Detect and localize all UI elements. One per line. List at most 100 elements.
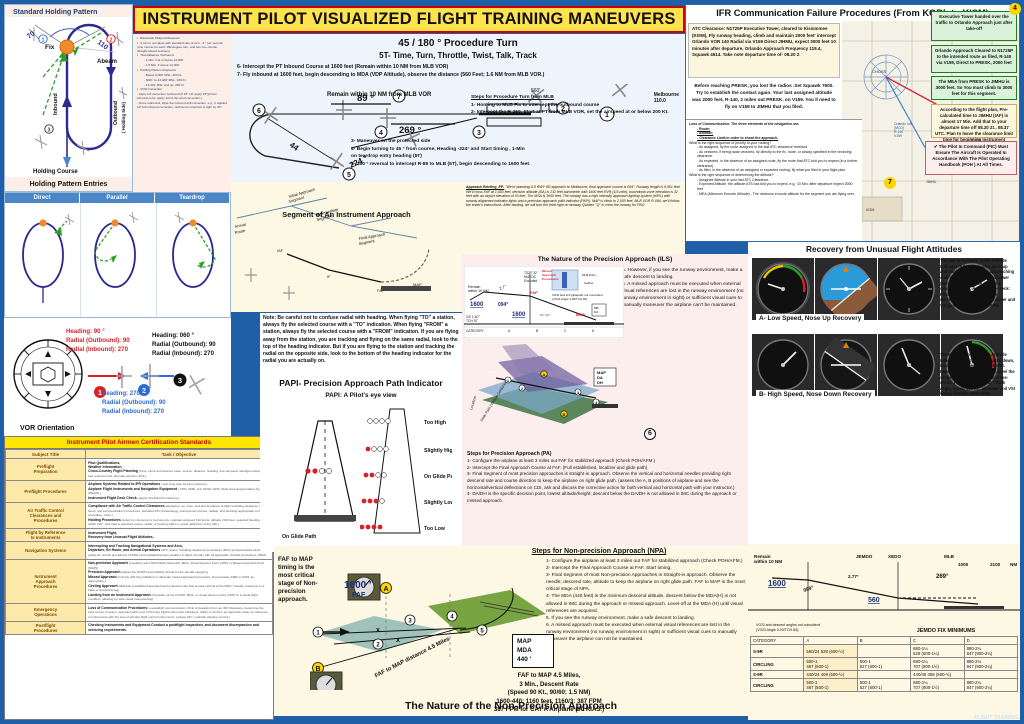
pt-steps-title: Steps for Procedure Turn from MLB — [471, 95, 554, 100]
airspeed-indicator-gauge — [752, 258, 814, 320]
npa-mda-label: MDA — [517, 646, 532, 654]
standard-holding-pattern-panel: Standard Holding Pattern — [4, 4, 133, 192]
svg-text:5: 5 — [480, 629, 484, 635]
note-item: 4 min to complete with standard rate of … — [137, 41, 228, 54]
acs-task-line: Non-precision Approach (Localizer and LN… — [88, 561, 265, 570]
svg-text:B: B — [536, 329, 538, 333]
min-col-a: A — [803, 636, 858, 645]
svg-text:4: 4 — [595, 400, 598, 405]
acs-task-line: Airplane Flight Instruments and Navigati… — [88, 486, 267, 496]
acs-subject-cell: Preflight Preparation — [5, 458, 87, 481]
acs-col-task: Task / Objective — [85, 449, 273, 459]
acs-task-line: Circling Approach (Maintain a stabilized… — [88, 583, 265, 593]
acs-task-line: Instrument Flight Deck Check. (Apply Che… — [88, 495, 180, 500]
briefing-title: Approach Briefing -PF: — [466, 185, 505, 189]
npa-step-6: 6. A missed approach must be executed wh… — [546, 622, 737, 643]
loc-question-2: What is the right sequence of determinin… — [689, 173, 774, 178]
entry-header-parallel: Parallel — [80, 193, 155, 203]
minimums-value-cell — [856, 644, 912, 658]
entry-header-direct: Direct — [5, 193, 80, 203]
npa-step-2: 2- Intercept the Final Approach Course a… — [546, 566, 672, 572]
svg-text:Slightly Low: Slightly Low — [424, 500, 452, 506]
entries-diagram-row — [5, 203, 230, 317]
svg-text:Orlando Intl: Orlando Intl — [894, 122, 912, 126]
procedure-turn-steps-right: Steps for Procedure Turn from MLB 1- Hom… — [471, 94, 676, 117]
minimums-value-cell: 500-1 467 (500-1) — [803, 657, 858, 671]
gauge-row-b — [752, 334, 1003, 396]
entries-header-row: Direct Parallel Teardrop — [5, 193, 230, 203]
acs-task-line: Instrument Flight, — [88, 530, 118, 535]
papi-subtitle: PAPI: A Pilot's eye view — [325, 392, 397, 399]
svg-text:KISM: KISM — [866, 208, 874, 212]
minimums-value-cell: 880-2¼ 847 (900-2¼) — [963, 657, 1019, 671]
segment-approach-title: Segment of An Instrument Approach — [282, 210, 411, 219]
min-col-d: D — [963, 636, 1019, 645]
publisher-logo: FLIGHT TRAINING — [974, 715, 1018, 721]
note-item: - Once outbound, triple the inbound drif… — [137, 101, 227, 109]
pa-step-4: 4- DA/DH is the specific decision point,… — [467, 491, 737, 503]
npa-3d-diagram: x x 1 2 3 4 5 A B — [310, 573, 546, 690]
acs-task-line: Cross-Country Flight Planning (Time, cli… — [88, 469, 266, 478]
unusual-text-a: The key to recovery is the Attitude Indi… — [940, 258, 1016, 309]
svg-text:Remain: Remain — [468, 285, 480, 289]
acs-table-panel: Instrument Pilot Airmen Certification St… — [4, 436, 274, 720]
ifr-comm-failure-panel: IFR Communication Failure Procedures (Fr… — [685, 4, 1020, 242]
svg-text:2.7°: 2.7° — [499, 283, 508, 290]
acs-table: Subject Title Task / Objective Preflight… — [5, 449, 273, 635]
acs-subject-cell: Navigation Systems — [5, 541, 87, 560]
svg-text:2.77°: 2.77° — [848, 574, 859, 579]
minimums-value-cell: 500-1 467 (500-1) — [803, 678, 858, 692]
vor-set-1: Heading: 90 ° Radial (Outbound): 90 Radi… — [66, 328, 130, 354]
svg-text:2: 2 — [561, 106, 565, 113]
vsi-gauge — [941, 258, 1003, 320]
svg-text:1600: 1600 — [512, 312, 526, 318]
npa-step-4: 4- The MDA (440 feet) is the minimum des… — [546, 594, 743, 614]
svg-text:x: x — [396, 637, 400, 644]
loc-routing-vectored: - As vectored, if being radar vectored, … — [697, 149, 852, 159]
svg-text:CHOSS: CHOSS — [872, 69, 887, 74]
callout-executive-tower: Executive Tower handed over the traffic … — [931, 11, 1017, 41]
svg-text:GS 1.40°: GS 1.40° — [466, 315, 480, 319]
presk-lost-radio-box: Before reaching PRESK, you lost the radi… — [688, 81, 840, 119]
svg-text:B: B — [563, 412, 566, 417]
svg-text:DA 232': DA 232' — [540, 313, 551, 317]
non-precision-approach-panel: Steps for Non-precision Approach (NPA) F… — [274, 546, 748, 716]
loss-of-communication-box: Loss of Communication: The three element… — [686, 119, 862, 241]
acs-task-cell: Pilot Qualifications,Weather Information… — [85, 458, 273, 481]
segment-approach-diagram: Arrival Route Initial Approach Segment I… — [234, 187, 431, 300]
svg-text:MAP: MAP — [597, 370, 606, 375]
mlb-vor-name: Melbourne — [653, 92, 679, 98]
acs-task-line: Holding Procedures (solely by reference … — [88, 517, 262, 527]
npa-faf-altitude: 1600 ' — [344, 580, 372, 591]
svg-text:3: 3 — [48, 128, 51, 134]
svg-text:TCH 57: TCH 57 — [466, 319, 478, 323]
loc-title: Loss of Communication: The three element… — [689, 122, 800, 126]
procedure-turn-heading: 45 / 180 ° Procedure Turn — [398, 38, 518, 49]
unusual-caption-b: B- High Speed, Nose Down Recovery — [756, 390, 875, 399]
note-item: Holding Pattern Airspeeds — [137, 68, 228, 73]
papi-light-scale: Too High Slightly High On Glide Path Sli… — [360, 408, 452, 534]
min-col-c: C — [910, 636, 965, 645]
note-item: - Below 6,000' MSL: 200 Kt. — [144, 72, 183, 77]
svg-text:44: 44 — [288, 140, 301, 153]
svg-text:Fix: Fix — [45, 44, 55, 51]
svg-text:(VGSI Angle 3.00/TCH 83).: (VGSI Angle 3.00/TCH 83). — [756, 628, 799, 632]
note-item: - 6001' to 14,000' MSL: 230 Kt. — [144, 77, 187, 82]
svg-text:3: 3 — [577, 390, 580, 395]
entry-header-teardrop: Teardrop — [155, 193, 230, 203]
altimeter-gauge-b — [878, 334, 940, 396]
svg-text:JEMDO: JEMDO — [856, 554, 873, 559]
acs-task-cell: Checking Instruments and Equipment-Condu… — [85, 620, 273, 635]
svg-text:V159: V159 — [894, 134, 902, 138]
minimums-value-cell: 440/24 408 (500-½) — [803, 670, 858, 679]
loc-alt-mea: - MEA (Minimum Enroute Altitude) - The m… — [697, 191, 855, 196]
minimums-value-cell: 500-1 527 (600-1) — [856, 657, 912, 671]
gauge-row-a — [752, 258, 1003, 320]
svg-text:XEDO: XEDO — [888, 554, 901, 559]
svg-text:4: 4 — [450, 615, 454, 621]
min-col-category: CATEGORY — [749, 636, 805, 645]
minimums-category-cell: S-9R — [749, 644, 805, 658]
note-item: Time/distance Outbound — [137, 54, 228, 58]
